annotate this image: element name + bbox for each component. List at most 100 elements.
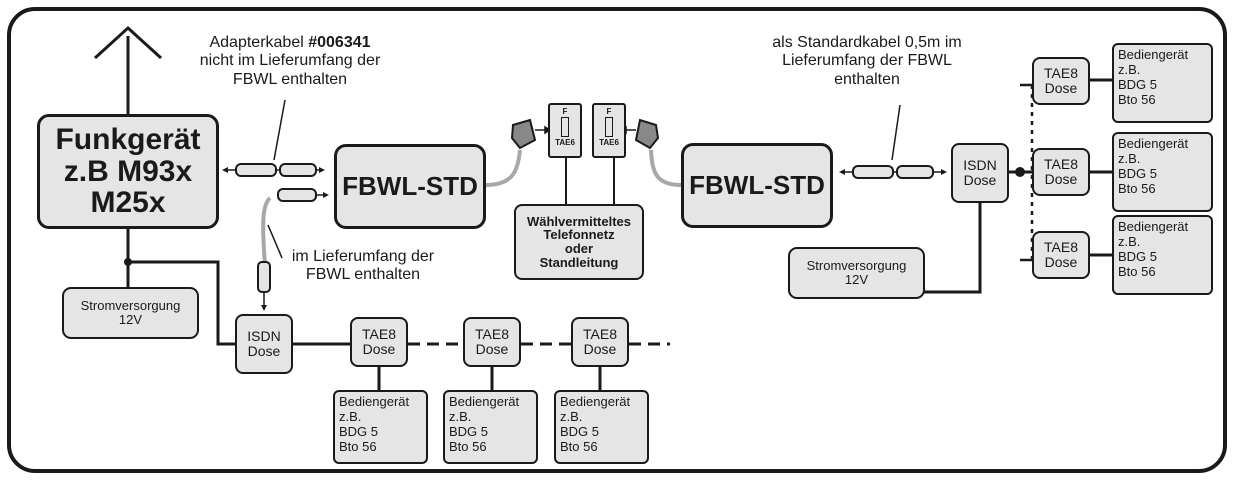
operator-device-right-1: Bediengerät z.B. BDG 5 Bto 56 [1112, 43, 1213, 123]
tae8-dose-right-1: TAE8 Dose [1032, 57, 1090, 105]
tae8-b3-line1: TAE8 [583, 326, 617, 343]
jack-left-bottom: TAE6 [555, 138, 575, 147]
fbwl-std-left: FBWL-STD [334, 144, 486, 229]
isdn-dose-right: ISDN Dose [951, 143, 1009, 203]
power-right-line1: Stromversorgung [806, 258, 907, 274]
tae8-r3-line2: Dose [1044, 254, 1078, 270]
tae8-dose-bottom-3: TAE8 Dose [571, 317, 629, 367]
dev-r2-line1: Bediengerät [1118, 136, 1189, 151]
network-line3: oder [564, 241, 594, 256]
network-line2: Telefonnetz [543, 227, 615, 243]
jack-right-top: F [606, 107, 612, 116]
dev-r2-line3: BDG 5 [1118, 165, 1158, 181]
power-left-line2: 12V [118, 312, 143, 327]
dev-b3-line3: BDG 5 [560, 423, 600, 439]
network-line4: Standleitung [539, 254, 619, 270]
note-standard-line2: Lieferumfang der FBWL [782, 52, 952, 70]
operator-device-right-3: Bediengerät z.B. BDG 5 Bto 56 [1112, 215, 1213, 295]
dev-r3-line4: Bto 56 [1118, 263, 1156, 279]
power-supply-left: Stromversorgung 12V [62, 287, 199, 339]
dev-r1-line1: Bediengerät [1118, 47, 1189, 62]
dev-r2-line4: Bto 56 [1118, 180, 1156, 196]
dev-r3-line2: z.B. [1118, 233, 1141, 249]
power-supply-right: Stromversorgung 12V [788, 247, 925, 299]
tae8-r1-line1: TAE8 [1044, 65, 1078, 82]
dev-b1-line4: Bto 56 [339, 438, 377, 454]
tae8-r2-line1: TAE8 [1044, 156, 1078, 173]
tae6-jack-left: F TAE6 [548, 103, 582, 158]
dev-r1-line4: Bto 56 [1118, 91, 1156, 107]
isdn-left-line1: ISDN [247, 328, 281, 345]
jack-right-bottom: TAE6 [599, 138, 619, 147]
adapter-cable-left [222, 163, 329, 311]
isdn-dose-left: ISDN Dose [235, 314, 293, 374]
tae8-dose-bottom-2: TAE8 Dose [463, 317, 521, 367]
up-arrow-head [93, 25, 163, 60]
tae8-b1-line2: Dose [362, 341, 396, 357]
operator-device-right-2: Bediengerät z.B. BDG 5 Bto 56 [1112, 132, 1213, 212]
dev-r2-line2: z.B. [1118, 150, 1141, 166]
jack-left-top: F [562, 107, 568, 116]
cable-right [649, 149, 682, 187]
note-adapter-cable: Adapterkabel #006341 nicht im Lieferumfa… [160, 34, 420, 89]
dev-r3-line1: Bediengerät [1118, 219, 1189, 234]
note-included-line1: im Lieferumfang der [291, 248, 435, 265]
network-line1: Wählvermitteltes [526, 213, 632, 229]
dev-b2-line1: Bediengerät [449, 394, 520, 409]
tae8-dose-right-3: TAE8 Dose [1032, 231, 1090, 279]
tae8-r3-line1: TAE8 [1044, 239, 1078, 256]
telephone-network-box: Wählvermitteltes Telefonnetz oder Standl… [514, 204, 644, 280]
dev-b2-line3: BDG 5 [449, 423, 489, 439]
dev-b3-line1: Bediengerät [560, 394, 631, 409]
plug-left [510, 118, 537, 150]
diagram-frame [7, 7, 1227, 473]
tae8-r2-line2: Dose [1044, 171, 1078, 187]
dev-b2-line2: z.B. [449, 408, 472, 424]
note-adapter-part: #006341 [308, 34, 371, 51]
tae8-r1-line2: Dose [1044, 80, 1078, 96]
power-right-line2: 12V [844, 272, 869, 287]
tae6-jack-right: F TAE6 [592, 103, 626, 158]
note-standard-line1: als Standardkabel 0,5m im [772, 34, 962, 51]
dev-b3-line4: Bto 56 [560, 438, 598, 454]
note-included-line2: FBWL enthalten [305, 266, 421, 284]
radio-device-line2: z.B M93x [63, 154, 193, 188]
note-adapter-line2: nicht im Lieferumfang der [199, 52, 381, 70]
note-standard-cable: als Standardkabel 0,5m im Lieferumfang d… [752, 34, 982, 89]
tae8-b2-line1: TAE8 [475, 326, 509, 343]
power-left-line1: Stromversorgung [80, 298, 181, 314]
note-included-cable: im Lieferumfang der FBWL enthalten [278, 248, 448, 285]
cable-included [261, 196, 272, 266]
radio-device-line1: Funkgerät [55, 123, 201, 157]
radio-device-line3: M25x [90, 186, 166, 220]
tae8-b3-line2: Dose [583, 341, 617, 357]
dev-b1-line3: BDG 5 [339, 423, 379, 439]
isdn-left-line2: Dose [247, 343, 281, 359]
dev-r1-line2: z.B. [1118, 61, 1141, 77]
operator-device-bottom-3: Bediengerät z.B. BDG 5 Bto 56 [554, 390, 649, 464]
tae8-b1-line1: TAE8 [362, 326, 396, 343]
tae8-b2-line2: Dose [475, 341, 509, 357]
dev-b3-line2: z.B. [560, 408, 583, 424]
dev-b1-line1: Bediengerät [339, 394, 410, 409]
tae8-dose-right-2: TAE8 Dose [1032, 148, 1090, 196]
note-adapter-line1: Adapterkabel [209, 34, 309, 51]
cable-left [485, 149, 522, 187]
fbwl-left-label: FBWL-STD [342, 170, 478, 201]
dev-b2-line4: Bto 56 [449, 438, 487, 454]
fbwl-std-right: FBWL-STD [681, 143, 833, 228]
dev-r3-line3: BDG 5 [1118, 248, 1158, 264]
dev-r1-line3: BDG 5 [1118, 76, 1158, 92]
operator-device-bottom-1: Bediengerät z.B. BDG 5 Bto 56 [333, 390, 428, 464]
isdn-right-line1: ISDN [963, 157, 997, 174]
isdn-right-line2: Dose [963, 172, 997, 188]
operator-device-bottom-2: Bediengerät z.B. BDG 5 Bto 56 [443, 390, 538, 464]
radio-device-box: Funkgerät z.B M93x M25x [37, 114, 219, 229]
dev-b1-line2: z.B. [339, 408, 362, 424]
tae8-dose-bottom-1: TAE8 Dose [350, 317, 408, 367]
note-adapter-line3: FBWL enthalten [232, 70, 348, 88]
fbwl-right-label: FBWL-STD [689, 169, 825, 200]
note-standard-line3: enthalten [834, 70, 900, 88]
plug-right [634, 118, 660, 150]
standard-cable-right [839, 165, 947, 179]
